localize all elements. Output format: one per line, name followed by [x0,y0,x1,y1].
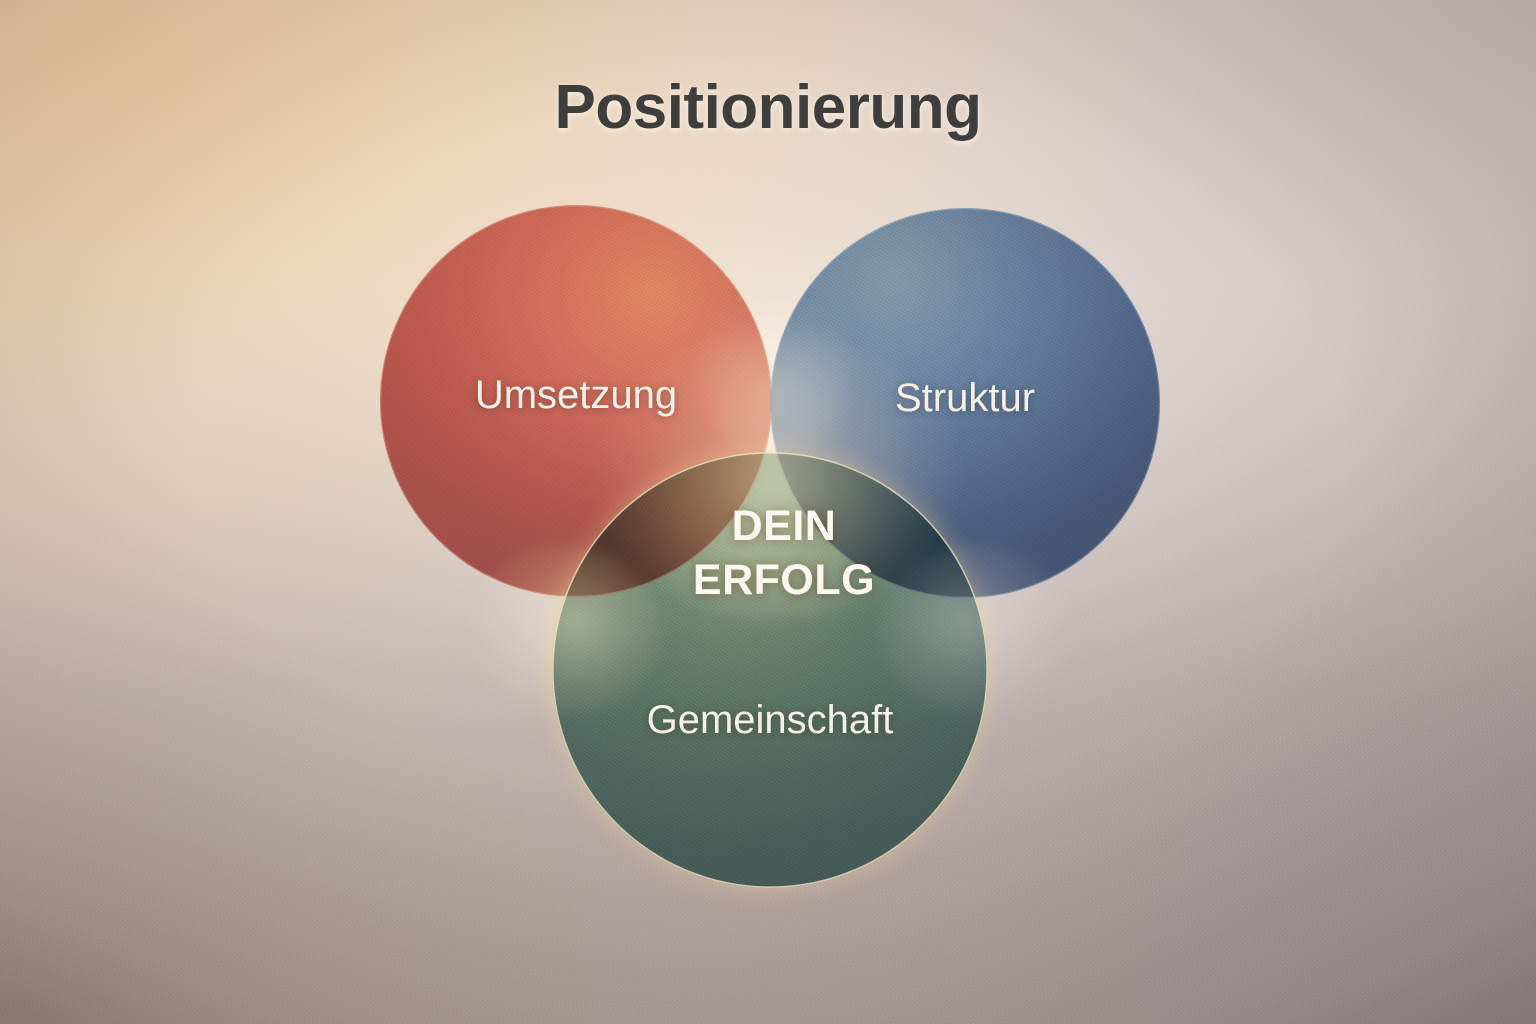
venn-center-label-line1: DEIN [731,502,837,550]
venn-label-gemeinschaft: Gemeinschaft [646,698,894,742]
venn-label-struktur: Struktur [894,376,1036,420]
venn-label-umsetzung: Umsetzung [474,373,678,417]
venn-center-label: DEIN ERFOLG [614,500,954,608]
venn-center-label-line2: ERFOLG [692,555,876,604]
page-title: Positionierung [554,73,983,142]
